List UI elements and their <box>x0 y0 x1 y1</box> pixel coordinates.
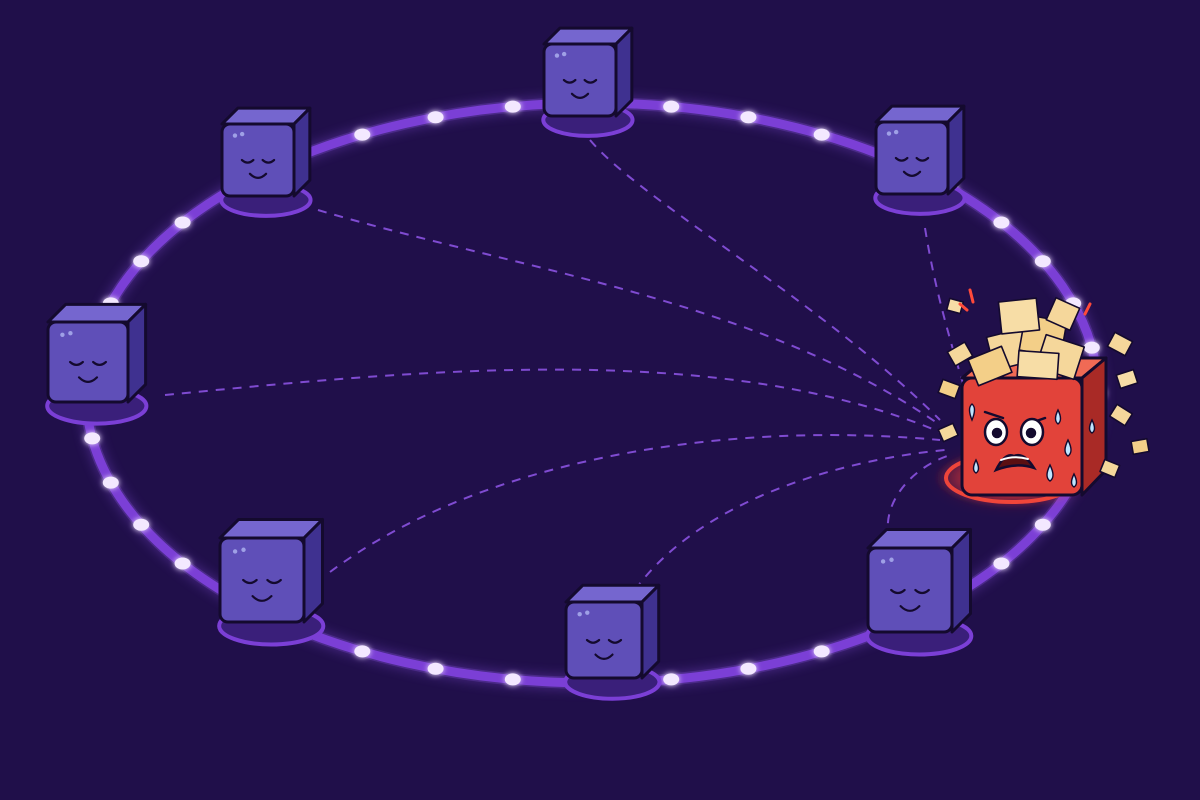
calm-face-icon <box>894 156 930 177</box>
connections <box>164 139 966 591</box>
ring-dot <box>740 111 757 124</box>
ring-dot <box>427 111 444 124</box>
ring-dot <box>102 476 119 489</box>
connection-line <box>634 449 946 591</box>
sweat-drops-icon <box>968 403 1096 488</box>
ring-dot <box>427 662 444 675</box>
connection-line <box>164 368 941 433</box>
node-top-left <box>219 106 313 218</box>
calm-face-icon <box>890 588 930 612</box>
node-top-right <box>873 104 967 216</box>
calm-face-icon <box>562 78 598 99</box>
stressed-face-icon <box>983 410 1047 473</box>
ring-dot <box>1083 341 1100 354</box>
ring-dot <box>354 128 371 141</box>
connection-line <box>589 139 941 421</box>
ring-dot <box>1034 518 1051 531</box>
ring-dot <box>354 645 371 658</box>
ring-dot <box>133 518 150 531</box>
calm-face-icon <box>240 158 276 179</box>
ring-dot <box>993 216 1010 229</box>
ring-dot <box>993 557 1010 570</box>
calm-face-icon <box>585 638 623 660</box>
node-top <box>541 26 635 138</box>
ring-dot <box>813 128 830 141</box>
ring-dot <box>174 557 191 570</box>
ring-dot <box>1034 255 1051 268</box>
calm-face-icon <box>242 578 282 602</box>
ring-dot <box>133 255 150 268</box>
ring-dot <box>504 673 521 686</box>
overflowing-papers-icon <box>937 296 1150 479</box>
connection-line <box>317 209 941 426</box>
connection-line <box>329 434 941 573</box>
ring-dot <box>663 100 680 113</box>
ring-dot <box>504 100 521 113</box>
alarm-marks-icon <box>958 288 1092 316</box>
ring-dot <box>663 673 680 686</box>
connection-line <box>924 227 966 391</box>
node-bottom <box>563 583 662 701</box>
ring-dot <box>84 432 101 445</box>
ring-dot <box>813 645 830 658</box>
node-bottom-right <box>865 528 974 657</box>
server-nodes <box>45 26 974 701</box>
node-bottom-left <box>217 518 326 647</box>
hotspot-node <box>934 288 1150 508</box>
calm-face-icon <box>68 360 108 383</box>
node-left <box>45 302 149 426</box>
ring-dot <box>740 662 757 675</box>
ring-dot <box>174 216 191 229</box>
